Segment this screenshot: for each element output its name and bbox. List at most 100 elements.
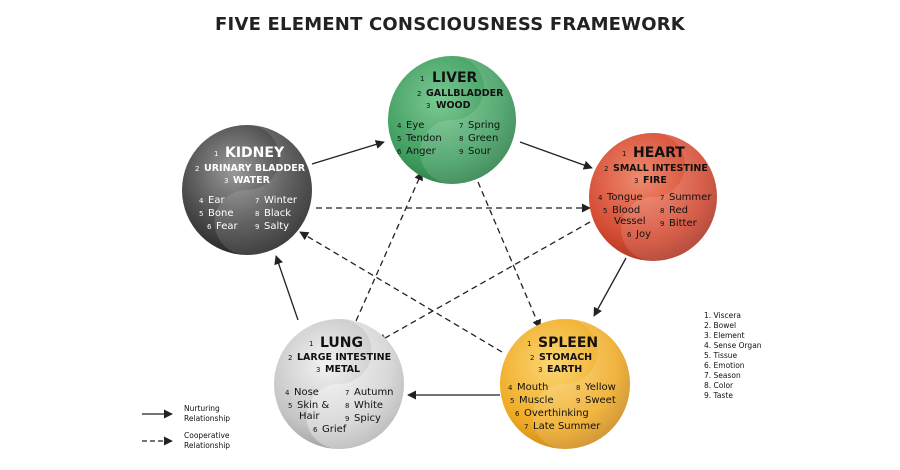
heart-circle: [589, 133, 717, 261]
kidney-num-1: 1: [214, 150, 218, 158]
heart-viscera: HEART: [633, 145, 685, 161]
heart-attr-num: 9: [660, 220, 664, 228]
heart-element: FIRE: [643, 175, 667, 186]
liver-attr-num: 9: [459, 148, 463, 156]
heart-attr-right: 7 Summer 8 Red 9 Bitter: [660, 192, 712, 229]
key-item: 3. Element: [704, 331, 745, 340]
nurturing-arrow-lung-kidney: [274, 255, 299, 321]
legend-nurturing-label-2: Relationship: [184, 414, 230, 423]
spleen-tissue: Muscle: [519, 395, 554, 406]
key-item: 4. Sense Organ: [704, 341, 762, 350]
heart-node: 1 HEART 2 SMALL INTESTINE 3 FIRE 4 Tongu…: [589, 133, 717, 261]
liver-attr-left: 4 Eye 5 Tendon 6 Anger: [397, 120, 442, 157]
heart-sense-organ: Tongue: [606, 192, 643, 203]
nurturing-arrows: [274, 140, 627, 400]
key-item: 5. Tissue: [704, 351, 738, 360]
legend-nurturing-label: Nurturing: [184, 404, 220, 413]
lung-attr-num: 8: [345, 402, 349, 410]
liver-attr-num: 7: [459, 122, 463, 130]
lung-num-2: 2: [288, 354, 292, 362]
cooperative-arrow-liver-spleen: [477, 181, 541, 329]
heart-attr-num: 5: [603, 207, 607, 215]
liver-tissue: Tendon: [405, 133, 442, 144]
liver-num-1: 1: [420, 75, 424, 83]
lung-circle: [274, 319, 404, 449]
liver-color: Green: [468, 133, 498, 144]
liver-bowel: GALLBLADDER: [426, 88, 504, 99]
spleen-yinyang-swirl: [532, 319, 630, 449]
heart-taste: Bitter: [669, 218, 698, 229]
heart-attr-left: 4 Tongue 5 Blood Vessel 6 Joy: [598, 192, 651, 240]
liver-attr-right: 7 Spring 8 Green 9 Sour: [459, 120, 500, 157]
cooperative-arrow-spleen-kidney: [299, 231, 503, 353]
kidney-tissue: Bone: [208, 208, 233, 219]
kidney-sense-organ: Ear: [208, 195, 225, 206]
heart-attr-num: 6: [627, 231, 632, 239]
liver-attr-num: 8: [459, 135, 463, 143]
heart-yinyang-swirl: [621, 133, 717, 261]
kidney-viscera: KIDNEY: [225, 145, 285, 161]
cooperative-arrows: [299, 171, 591, 353]
lung-attr-left: 4 Nose 5 Skin & Hair 6 Grief: [285, 387, 347, 435]
spleen-num-3: 3: [538, 366, 542, 374]
lung-color: White: [354, 400, 383, 411]
key-item: 6. Emotion: [704, 361, 745, 370]
spleen-attr-num: 6: [515, 410, 520, 418]
liver-emotion: Anger: [406, 146, 437, 157]
kidney-emotion: Fear: [216, 221, 238, 232]
kidney-circle: [182, 125, 312, 255]
liver-sense-organ: Eye: [406, 120, 424, 131]
kidney-season: Winter: [264, 195, 298, 206]
lung-attr-num: 4: [285, 389, 290, 397]
lung-bowel: LARGE INTESTINE: [297, 352, 391, 363]
lung-attr-num: 7: [345, 389, 349, 397]
spleen-attr-num: 7: [524, 423, 528, 431]
kidney-num-3: 3: [224, 177, 228, 185]
heart-attr-num: 8: [660, 207, 664, 215]
spleen-num-1: 1: [527, 340, 531, 348]
lung-num-1: 1: [309, 340, 313, 348]
spleen-season: Late Summer: [533, 421, 601, 432]
lung-tissue: Skin &: [297, 400, 329, 411]
spleen-attr-left: 4 Mouth 5 Muscle 6 Overthinking 7 Late S…: [508, 382, 601, 432]
kidney-attr-num: 8: [255, 210, 259, 218]
liver-season: Spring: [468, 120, 500, 131]
key-item: 2. Bowel: [704, 321, 736, 330]
liver-attr-num: 4: [397, 122, 402, 130]
liver-attr-num: 6: [397, 148, 402, 156]
kidney-attr-num: 9: [255, 223, 259, 231]
spleen-attr-num: 4: [508, 384, 513, 392]
liver-taste: Sour: [468, 146, 492, 157]
kidney-taste: Salty: [264, 221, 289, 232]
heart-attr-num: 4: [598, 194, 603, 202]
cooperative-arrow-lung-liver: [351, 171, 423, 331]
lung-element: METAL: [325, 364, 360, 375]
nurturing-arrow-liver-heart: [519, 141, 593, 170]
kidney-attr-num: 4: [199, 197, 204, 205]
spleen-sense-organ: Mouth: [517, 382, 548, 393]
heart-num-2: 2: [604, 165, 608, 173]
liver-circle: [388, 56, 516, 184]
liver-viscera: LIVER: [432, 70, 478, 86]
lung-attr-num: 6: [313, 426, 318, 434]
diagram-title: FIVE ELEMENT CONSCIOUSNESS FRAMEWORK: [215, 14, 686, 35]
spleen-attr-num: 5: [510, 397, 514, 405]
heart-tissue-cont: Vessel: [614, 216, 646, 227]
spleen-node: 1 SPLEEN 2 STOMACH 3 EARTH 4 Mouth 5 Mus…: [500, 319, 630, 449]
spleen-bowel: STOMACH: [539, 352, 592, 363]
kidney-attr-num: 6: [207, 223, 212, 231]
spleen-attr-num: 8: [576, 384, 580, 392]
nurturing-arrow-heart-spleen: [593, 257, 627, 317]
kidney-node: 1 KIDNEY 2 URINARY BLADDER 3 WATER 4 Ear…: [182, 125, 312, 255]
key-item: 8. Color: [704, 381, 734, 390]
liver-num-3: 3: [426, 102, 430, 110]
lung-season: Autumn: [354, 387, 394, 398]
heart-tissue: Blood: [612, 205, 640, 216]
cooperative-arrow-heart-lung: [377, 221, 591, 343]
lung-taste: Spicy: [354, 413, 381, 424]
nurturing-arrow-kidney-liver: [311, 140, 385, 165]
lung-attr-right: 7 Autumn 8 White 9 Spicy: [345, 387, 394, 424]
spleen-attr-right: 8 Yellow 9 Sweet: [576, 382, 616, 406]
heart-num-1: 1: [622, 150, 626, 158]
